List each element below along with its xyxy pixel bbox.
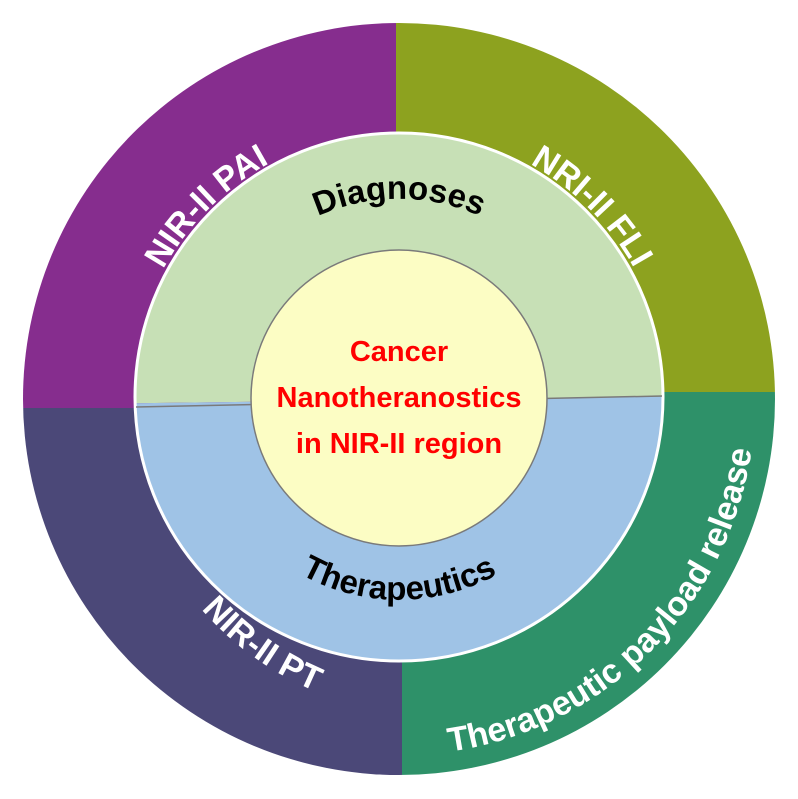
center-circle [250,249,548,547]
therapeutics-half [135,395,663,661]
middle-ring-border [133,131,665,663]
center-line-1: Cancer [350,336,448,368]
diagnoses-half [135,133,663,405]
center-line-3: in NIR-II region [296,428,502,460]
center-line-2: Nanotheranostics [277,382,522,414]
